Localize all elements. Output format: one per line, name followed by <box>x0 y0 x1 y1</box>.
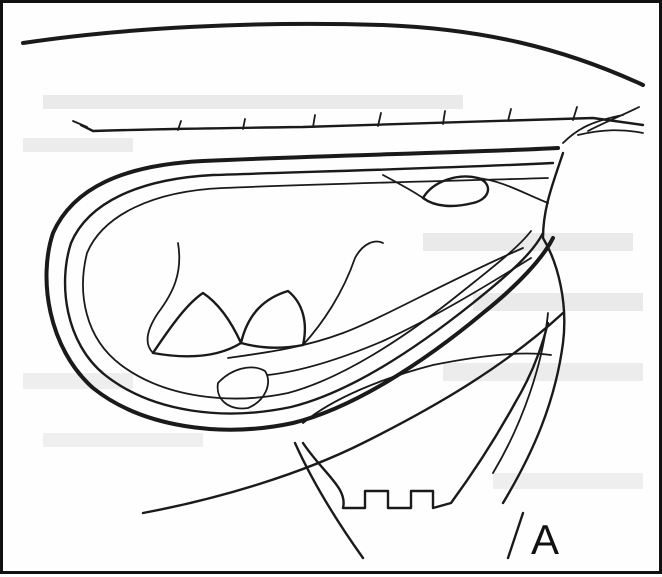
inner-fold-c <box>303 242 383 345</box>
descending-tube-outer <box>503 153 564 503</box>
inner-fold-d <box>218 367 268 408</box>
top-body-contour <box>23 24 643 85</box>
anatomical-line-drawing <box>3 3 662 577</box>
lower-leg-line <box>295 443 363 558</box>
vessel-line <box>81 118 643 131</box>
inner-fold-b <box>241 291 305 348</box>
panel-label: A <box>531 519 559 561</box>
right-leg-line <box>508 513 523 558</box>
